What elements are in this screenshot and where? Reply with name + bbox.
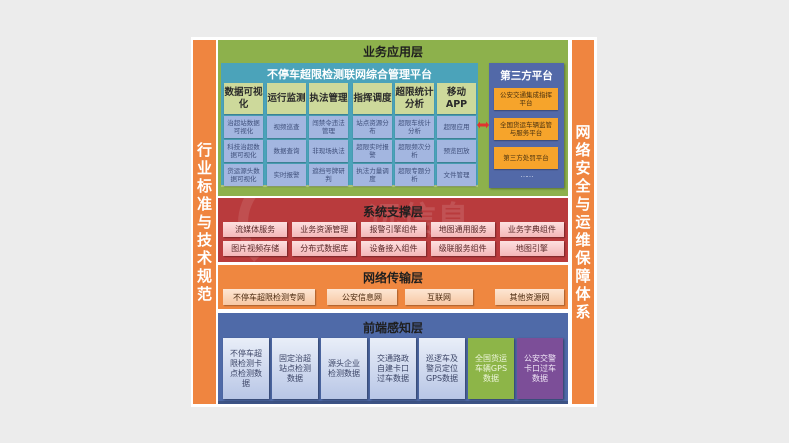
side-char: 络: [575, 141, 591, 159]
front-item-police: 公安交警卡口过车数据: [517, 338, 563, 399]
column-header: 执法管理: [309, 83, 348, 114]
support-item: 业务字典组件: [499, 222, 564, 237]
column-cell: 治超站数据可视化: [224, 116, 263, 138]
column-cell: 超限应用: [437, 116, 476, 138]
management-platform: 不停车超限检测联网综合管理平台 数据可视化 治超站数据可视化 科技治超数据可视化…: [221, 63, 478, 187]
side-char: 范: [196, 285, 212, 303]
column-cell: 超限车统计分析: [395, 116, 434, 138]
column-cell: 非现场执法: [309, 140, 348, 162]
column-header: 移动APP: [437, 83, 476, 114]
side-char: 准: [196, 195, 212, 213]
third-party-title: 第三方平台: [500, 70, 553, 82]
front-item-gps: 全国货运车辆GPS数据: [468, 338, 514, 399]
system-support-layer: 远信息 INFORMATION 系统支撑层 流媒体服务 业务资源管理 报警引擎组…: [218, 198, 568, 262]
side-char: 系: [575, 303, 591, 321]
front-item: 固定治超站点检测数据: [272, 338, 318, 399]
column-cell: 货运源头数据可视化: [224, 164, 263, 186]
third-party-item: 第三方处罚平台: [494, 147, 558, 169]
support-item: 报警引擎组件: [361, 222, 426, 237]
network-item: 不停车超限检测专网: [223, 289, 315, 305]
network-item: 公安信息网: [327, 289, 397, 305]
front-perception-layer: 前端感知层 不停车超限检测卡点检测数据 固定治超站点检测数据 源头企业检测数据 …: [218, 313, 568, 404]
support-item: 图片视频存储: [223, 241, 288, 256]
column-cell: 超限专题分析: [395, 164, 434, 186]
support-item: 设备接入组件: [361, 241, 426, 256]
side-char: 维: [575, 231, 591, 249]
side-char: 网: [575, 123, 591, 141]
support-item: 地图引擎: [499, 241, 564, 256]
front-item: 不停车超限检测卡点检测数据: [223, 338, 269, 399]
column-header: 数据可视化: [224, 83, 263, 114]
column-cell: 闯禁令违法管理: [309, 116, 348, 138]
third-party-item: 公安交通集成指挥平台: [494, 88, 558, 110]
column-header: 超限统计分析: [395, 83, 434, 114]
layer-title: 系统支撑层: [362, 205, 423, 219]
column-header: 运行监测: [267, 83, 306, 114]
side-char: 技: [196, 231, 212, 249]
side-char: 与: [196, 213, 212, 231]
column-header: 指挥调度: [353, 83, 392, 114]
column-cell: 超限频次分析: [395, 140, 434, 162]
side-char: 障: [575, 267, 591, 285]
column-cell: 站点资源分布: [353, 116, 392, 138]
side-char: 与: [575, 195, 591, 213]
platform-column: 执法管理 闯禁令违法管理 非现场执法 遮挡号牌研判: [309, 83, 348, 186]
third-party-item: 全国货运车辆监管与服务平台: [494, 118, 558, 140]
bidirectional-arrow-icon: [477, 121, 489, 129]
platform-column: 数据可视化 治超站数据可视化 科技治超数据可视化 货运源头数据可视化: [224, 83, 263, 186]
column-cell: 视频巡查: [267, 116, 306, 138]
support-item: 流媒体服务: [223, 222, 288, 237]
side-char: 行: [196, 141, 212, 159]
side-char: 运: [575, 213, 591, 231]
platform-column: 指挥调度 站点资源分布 超限实时报警 执法力量调度: [353, 83, 392, 186]
network-item: 互联网: [405, 289, 473, 305]
ellipsis: ……: [520, 171, 534, 179]
layer-title: 业务应用层: [362, 45, 423, 59]
support-item: 分布式数据库: [292, 241, 357, 256]
third-party-platform: 第三方平台 公安交通集成指挥平台 全国货运车辆监管与服务平台 第三方处罚平台 ……: [489, 63, 564, 188]
side-char: 标: [196, 177, 212, 195]
platform-title: 不停车超限检测联网综合管理平台: [267, 68, 432, 81]
side-char: 术: [196, 249, 212, 267]
column-cell: 遮挡号牌研判: [309, 164, 348, 186]
support-item: 级联服务组件: [430, 241, 495, 256]
side-char: 规: [196, 267, 212, 285]
column-cell: 超限实时报警: [353, 140, 392, 162]
security-ops-bar: 网 络 安 全 与 运 维 保 障 体 系: [572, 40, 594, 404]
front-item: 交通路政自建卡口过车数据: [370, 338, 416, 399]
platform-column: 移动APP 超限应用 预览回放 文件管理: [437, 83, 476, 186]
column-cell: 数据查询: [267, 140, 306, 162]
support-item: 业务资源管理: [292, 222, 357, 237]
column-cell: 实时报警: [267, 164, 306, 186]
layer-title: 网络传输层: [362, 271, 423, 285]
platform-column: 超限统计分析 超限车统计分析 超限频次分析 超限专题分析: [395, 83, 434, 186]
column-cell: 预览回放: [437, 140, 476, 162]
industry-standards-bar: 行 业 标 准 与 技 术 规 范: [193, 40, 216, 404]
column-cell: 科技治超数据可视化: [224, 140, 263, 162]
front-item: 源头企业检测数据: [321, 338, 367, 399]
side-char: 业: [196, 159, 212, 177]
support-components: 流媒体服务 业务资源管理 报警引擎组件 地图通用服务 业务字典组件 图片视频存储…: [223, 222, 564, 256]
column-cell: 执法力量调度: [353, 164, 392, 186]
side-char: 体: [575, 285, 591, 303]
side-char: 安: [575, 159, 591, 177]
layer-title: 前端感知层: [362, 321, 423, 335]
network-transport-layer: 网络传输层 不停车超限检测专网 公安信息网 互联网 其他资源网: [218, 265, 568, 309]
column-cell: 文件管理: [437, 164, 476, 186]
side-char: 全: [575, 177, 591, 195]
platform-column: 运行监测 视频巡查 数据查询 实时报警: [267, 83, 306, 186]
support-item: 地图通用服务: [430, 222, 495, 237]
network-item: 其他资源网: [495, 289, 564, 305]
front-item: 巡逻车及警员定位GPS数据: [419, 338, 465, 399]
side-char: 保: [575, 249, 591, 267]
